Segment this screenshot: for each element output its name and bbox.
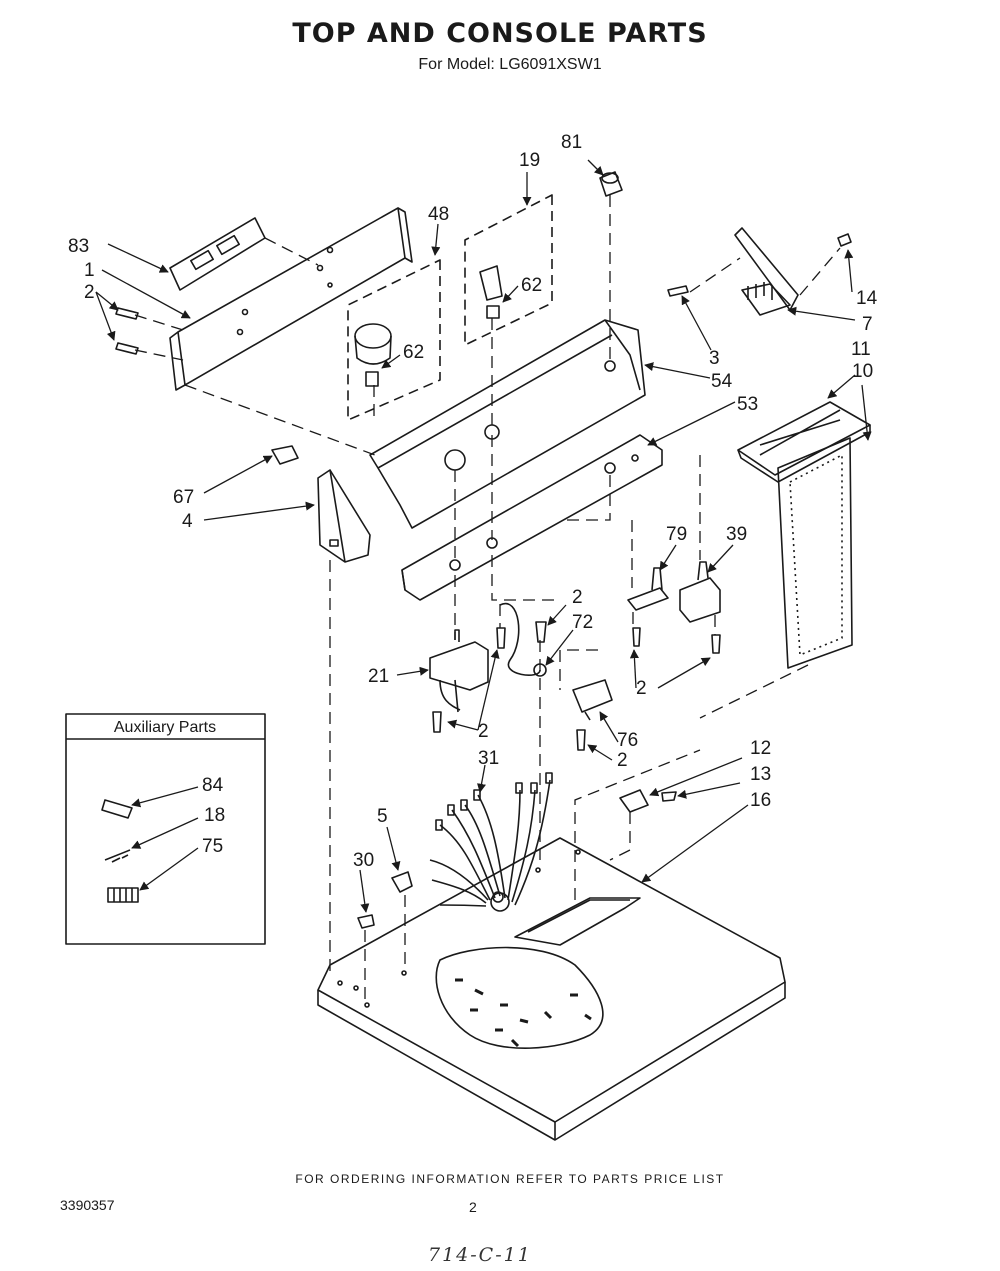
model-subtitle: For Model: LG6091XSW1 (418, 56, 602, 73)
page-title: TOP AND CONSOLE PARTS (292, 18, 708, 49)
auxiliary-parts-box (65, 713, 266, 945)
callout-2-switch: 2 (636, 678, 647, 699)
callout-75: 75 (202, 836, 223, 857)
callout-39: 39 (726, 524, 747, 545)
clip-5 (391, 871, 413, 893)
callout-2-lower: 2 (617, 750, 628, 771)
callout-79: 79 (666, 524, 687, 545)
console-end-cap (317, 469, 371, 563)
callout-67: 67 (173, 487, 194, 508)
console-back-panel (169, 207, 413, 391)
component-12 (619, 789, 677, 813)
switch-79 (627, 567, 669, 611)
callout-31: 31 (478, 748, 499, 769)
callout-2-timer: 2 (478, 721, 489, 742)
callout-84: 84 (202, 775, 224, 796)
callout-62-right: 62 (521, 275, 542, 296)
timer-knob-group (347, 259, 441, 421)
lint-screen (737, 401, 871, 669)
callout-83: 83 (68, 236, 89, 257)
handwritten-note: 714-C-11 (428, 1244, 532, 1266)
callout-2-top-left: 2 (84, 282, 95, 303)
callout-62-left: 62 (403, 342, 424, 363)
ground-wire (499, 602, 547, 677)
callout-81: 81 (561, 132, 582, 153)
switch-39 (679, 561, 721, 623)
callout-48: 48 (428, 204, 449, 225)
clip-30 (357, 914, 375, 929)
callout-12: 12 (750, 738, 771, 759)
control-mounting-bracket (401, 434, 663, 601)
callout-4: 4 (182, 511, 193, 532)
callout-11: 11 (851, 339, 871, 360)
callout-13: 13 (750, 764, 771, 785)
callout-76: 76 (617, 730, 638, 751)
leader-lines (95, 159, 872, 913)
wire-harness (429, 772, 553, 912)
callout-2-center: 2 (572, 587, 583, 608)
selector-knob-group (464, 194, 553, 346)
callout-5: 5 (377, 806, 388, 827)
callout-7: 7 (862, 314, 873, 335)
callout-3: 3 (709, 348, 720, 369)
assembly-lines (134, 195, 841, 1000)
callout-72: 72 (572, 612, 593, 633)
callout-21: 21 (368, 666, 389, 687)
callout-53: 53 (737, 394, 758, 415)
end-cap-clip (271, 445, 299, 465)
callout-30: 30 (353, 850, 374, 871)
callout-10: 10 (852, 361, 873, 382)
callout-14: 14 (856, 288, 878, 309)
callout-19: 19 (519, 150, 540, 171)
callout-18: 18 (204, 805, 225, 826)
dryer-top-panel (317, 837, 786, 1141)
ordering-note: FOR ORDERING INFORMATION REFER TO PARTS … (295, 1172, 725, 1186)
callout-54: 54 (711, 371, 733, 392)
screws (115, 233, 852, 751)
console-bracket (169, 217, 266, 291)
component-76 (572, 679, 613, 721)
callout-1: 1 (84, 260, 95, 281)
side-bracket (734, 227, 799, 316)
control-knob (599, 171, 623, 197)
document-number: 3390357 (60, 1197, 115, 1213)
timer (429, 629, 489, 713)
callout-labels: 81 19 48 83 1 2 62 62 14 7 3 54 11 10 53… (68, 132, 878, 871)
callout-16: 16 (750, 790, 771, 811)
page-number: 2 (469, 1199, 477, 1215)
auxiliary-parts-title: Auxiliary Parts (114, 719, 216, 736)
